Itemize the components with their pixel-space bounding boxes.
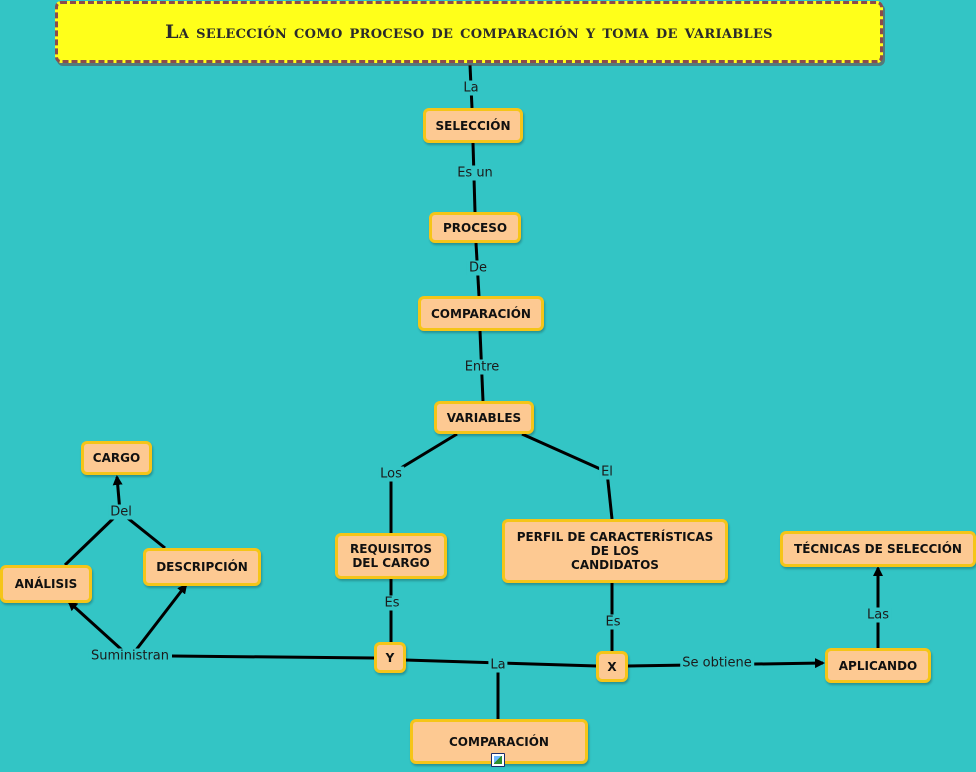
node-descripcion[interactable]: DESCRIPCIÓN — [143, 548, 261, 586]
node-requisitos-line2: DEL CARGO — [352, 556, 430, 570]
node-x[interactable]: X — [596, 651, 628, 682]
link-label-de: De — [466, 260, 490, 276]
link-label-se-obtiene: Se obtiene — [680, 655, 754, 671]
node-variables[interactable]: VARIABLES — [434, 401, 534, 434]
map-title: La selección como proceso de comparación… — [55, 1, 883, 63]
image-icon[interactable] — [491, 753, 505, 767]
node-perfil-line3: CANDIDATOS — [571, 558, 659, 572]
link-label-entre: Entre — [462, 359, 502, 375]
node-proceso[interactable]: PROCESO — [429, 212, 521, 243]
link-label-las: Las — [865, 607, 891, 623]
node-comparacion-top[interactable]: COMPARACIÓN — [418, 296, 544, 331]
node-requisitos[interactable]: REQUISITOS DEL CARGO — [335, 533, 447, 579]
link-label-es-left: Es — [382, 595, 402, 611]
link-label-el: El — [599, 464, 615, 480]
arrow-suministran-analisis — [67, 600, 124, 652]
node-requisitos-line1: REQUISITOS — [350, 542, 432, 556]
link-label-la-bottom: La — [488, 657, 508, 673]
link-label-es-un: Es un — [455, 165, 495, 181]
link-label-la-top: La — [461, 80, 481, 96]
arrow-suministran-descripcion — [134, 583, 188, 651]
node-aplicando[interactable]: APLICANDO — [825, 648, 931, 683]
link-label-del: Del — [108, 504, 134, 520]
node-perfil-line2: DE LOS — [590, 544, 640, 558]
link-label-los: Los — [378, 466, 404, 482]
line-analisis-cargo — [63, 510, 122, 567]
link-label-es-right: Es — [603, 614, 623, 630]
node-perfil-line1: PERFIL DE CARACTERÍSTICAS — [516, 530, 714, 544]
node-y[interactable]: Y — [374, 642, 406, 673]
node-analisis[interactable]: ANÁLISIS — [0, 565, 92, 603]
node-seleccion[interactable]: SELECCIÓN — [423, 108, 523, 143]
node-perfil[interactable]: PERFIL DE CARACTERÍSTICAS DE LOS CANDIDA… — [502, 519, 728, 583]
node-cargo[interactable]: CARGO — [81, 441, 152, 475]
line-variables-perfil-a — [521, 432, 608, 474]
line-suministran-y — [171, 654, 375, 660]
node-tecnicas[interactable]: TÉCNICAS DE SELECCIÓN — [780, 531, 976, 567]
link-label-suministran: Suministran — [88, 648, 172, 664]
line-variables-perfil-b — [605, 471, 614, 520]
